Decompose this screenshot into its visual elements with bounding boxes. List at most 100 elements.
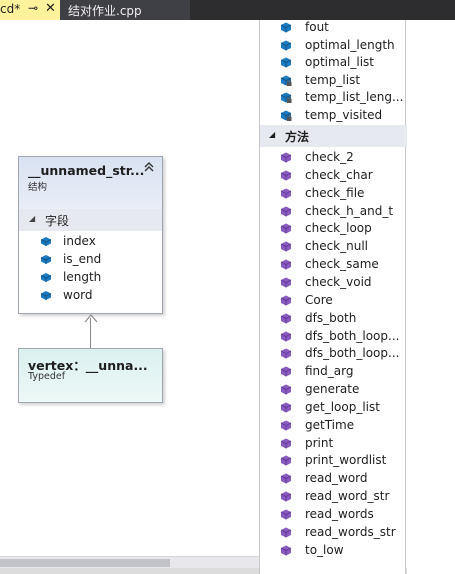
panel-margin	[407, 20, 455, 574]
field-list-item[interactable]: optimal_list	[260, 54, 407, 72]
member-name: check_h_and_t	[305, 203, 394, 218]
method-list-item[interactable]: read_words_str	[260, 524, 407, 542]
field-cube-icon	[41, 237, 51, 246]
typedef-name: vertex：__unna...	[28, 358, 148, 373]
bottom-strip	[0, 568, 455, 574]
method-cube-icon	[280, 295, 292, 306]
method-list-item[interactable]: to_low	[260, 542, 407, 560]
method-list-item[interactable]: check_char	[260, 167, 407, 185]
field-name: index	[63, 234, 96, 248]
method-list-item[interactable]: check_file	[260, 185, 407, 203]
member-name: check_file	[305, 185, 365, 200]
field-name: word	[63, 288, 93, 302]
member-name: temp_visited	[305, 108, 383, 122]
method-list-item[interactable]: check_loop	[260, 220, 407, 238]
member-name: check_null	[305, 239, 369, 254]
pin-icon[interactable]: ⊸	[28, 1, 39, 15]
method-cube-icon	[280, 420, 292, 431]
field-list-item[interactable]: optimal_length	[260, 37, 407, 55]
method-list-item[interactable]: dfs_both_loop...	[260, 345, 407, 363]
inheritance-arrow-icon	[84, 314, 98, 323]
member-name: read_words	[305, 507, 374, 521]
member-name: dfs_both_loop...	[305, 346, 400, 361]
method-cube-icon	[280, 152, 292, 163]
member-name: optimal_length	[305, 37, 395, 52]
member-name: print_wordlist	[305, 453, 387, 468]
member-name: check_loop	[305, 221, 372, 236]
member-name: getTime	[305, 417, 355, 432]
method-list-item[interactable]: check_null	[260, 238, 407, 256]
method-cube-icon	[280, 188, 292, 199]
method-list-item[interactable]: read_word_str	[260, 488, 407, 506]
method-cube-icon	[280, 509, 292, 520]
member-name: print	[305, 435, 334, 450]
horizontal-scrollbar[interactable]	[0, 556, 259, 568]
tab-title: cd*	[0, 2, 21, 16]
field-cube-icon	[41, 291, 51, 300]
method-list-item[interactable]: dfs_both	[260, 310, 407, 328]
member-name: check_2	[305, 150, 354, 164]
double-chevron-up-icon[interactable]	[143, 161, 155, 176]
field-list-item[interactable]: fout	[260, 19, 407, 37]
method-list-item[interactable]: check_2	[260, 149, 407, 167]
field-list-item[interactable]: temp_visited	[260, 107, 407, 125]
member-name: generate	[305, 382, 360, 397]
method-cube-icon	[280, 223, 292, 234]
member-name: fout	[305, 20, 329, 34]
methods-section-header[interactable]: ◢ 方法	[260, 125, 407, 147]
member-name: temp_list_leng...	[305, 90, 404, 105]
method-list-item[interactable]: check_void	[260, 274, 407, 292]
method-list-item[interactable]: read_word	[260, 470, 407, 488]
field-name: is_end	[63, 252, 102, 266]
field-list-item[interactable]: temp_list_leng...	[260, 89, 407, 107]
method-list-item[interactable]: check_h_and_t	[260, 203, 407, 221]
member-name: temp_list	[305, 72, 361, 87]
method-list-item[interactable]: print_wordlist	[260, 452, 407, 470]
method-list-item[interactable]: getTime	[260, 417, 407, 435]
method-cube-icon	[280, 206, 292, 217]
method-list-item[interactable]: get_loop_list	[260, 399, 407, 417]
connector-line	[90, 318, 91, 350]
method-list-item[interactable]: print	[260, 435, 407, 453]
tab-title: 结对作业.cpp	[68, 4, 142, 18]
member-name: find_arg	[305, 364, 354, 379]
member-name: check_void	[305, 274, 372, 289]
expand-triangle-icon[interactable]: ◢	[29, 214, 36, 223]
close-icon[interactable]: ✕	[45, 1, 56, 16]
field-cube-icon	[280, 40, 292, 51]
member-name: Core	[305, 292, 333, 307]
typedef-kind: Typedef	[28, 371, 66, 382]
method-cube-icon	[280, 491, 292, 502]
field-list-item[interactable]: temp_list	[260, 72, 407, 90]
struct-header[interactable]: __unnamed_str... 结构	[19, 157, 162, 209]
fields-section-header[interactable]: ◢ 字段	[19, 209, 162, 231]
method-cube-icon	[280, 259, 292, 270]
expand-triangle-icon[interactable]: ◢	[269, 130, 276, 139]
member-name: read_words_str	[305, 524, 396, 539]
section-label: 字段	[45, 214, 70, 228]
scrollbar-thumb[interactable]	[0, 559, 170, 567]
method-cube-icon	[280, 313, 292, 324]
method-cube-icon	[280, 545, 292, 556]
method-list-item[interactable]: find_arg	[260, 363, 407, 381]
method-list-item[interactable]: check_same	[260, 256, 407, 274]
method-list-item[interactable]: Core	[260, 292, 407, 310]
method-cube-icon	[280, 241, 292, 252]
typedef-shape[interactable]: vertex：__unna... Typedef	[18, 348, 163, 403]
member-name: check_char	[305, 167, 373, 182]
member-name: dfs_both	[305, 310, 357, 325]
struct-shape[interactable]: __unnamed_str... 结构 ◢ 字段 index is_end le…	[18, 156, 163, 314]
member-name: read_word	[305, 471, 368, 486]
method-list-item[interactable]: read_words	[260, 506, 407, 524]
field-cube-icon	[41, 273, 51, 282]
tab-cpp-file[interactable]: 结对作业.cpp	[60, 0, 190, 20]
method-cube-icon	[280, 277, 292, 288]
member-name: get_loop_list	[305, 399, 380, 414]
method-list-item[interactable]: generate	[260, 381, 407, 399]
method-cube-icon	[280, 366, 292, 377]
method-list-item[interactable]: dfs_both_loop...	[260, 328, 407, 346]
method-cube-icon	[280, 455, 292, 466]
tab-active-document[interactable]: cd* ⊸ ✕	[0, 0, 60, 20]
member-name: to_low	[305, 542, 344, 557]
